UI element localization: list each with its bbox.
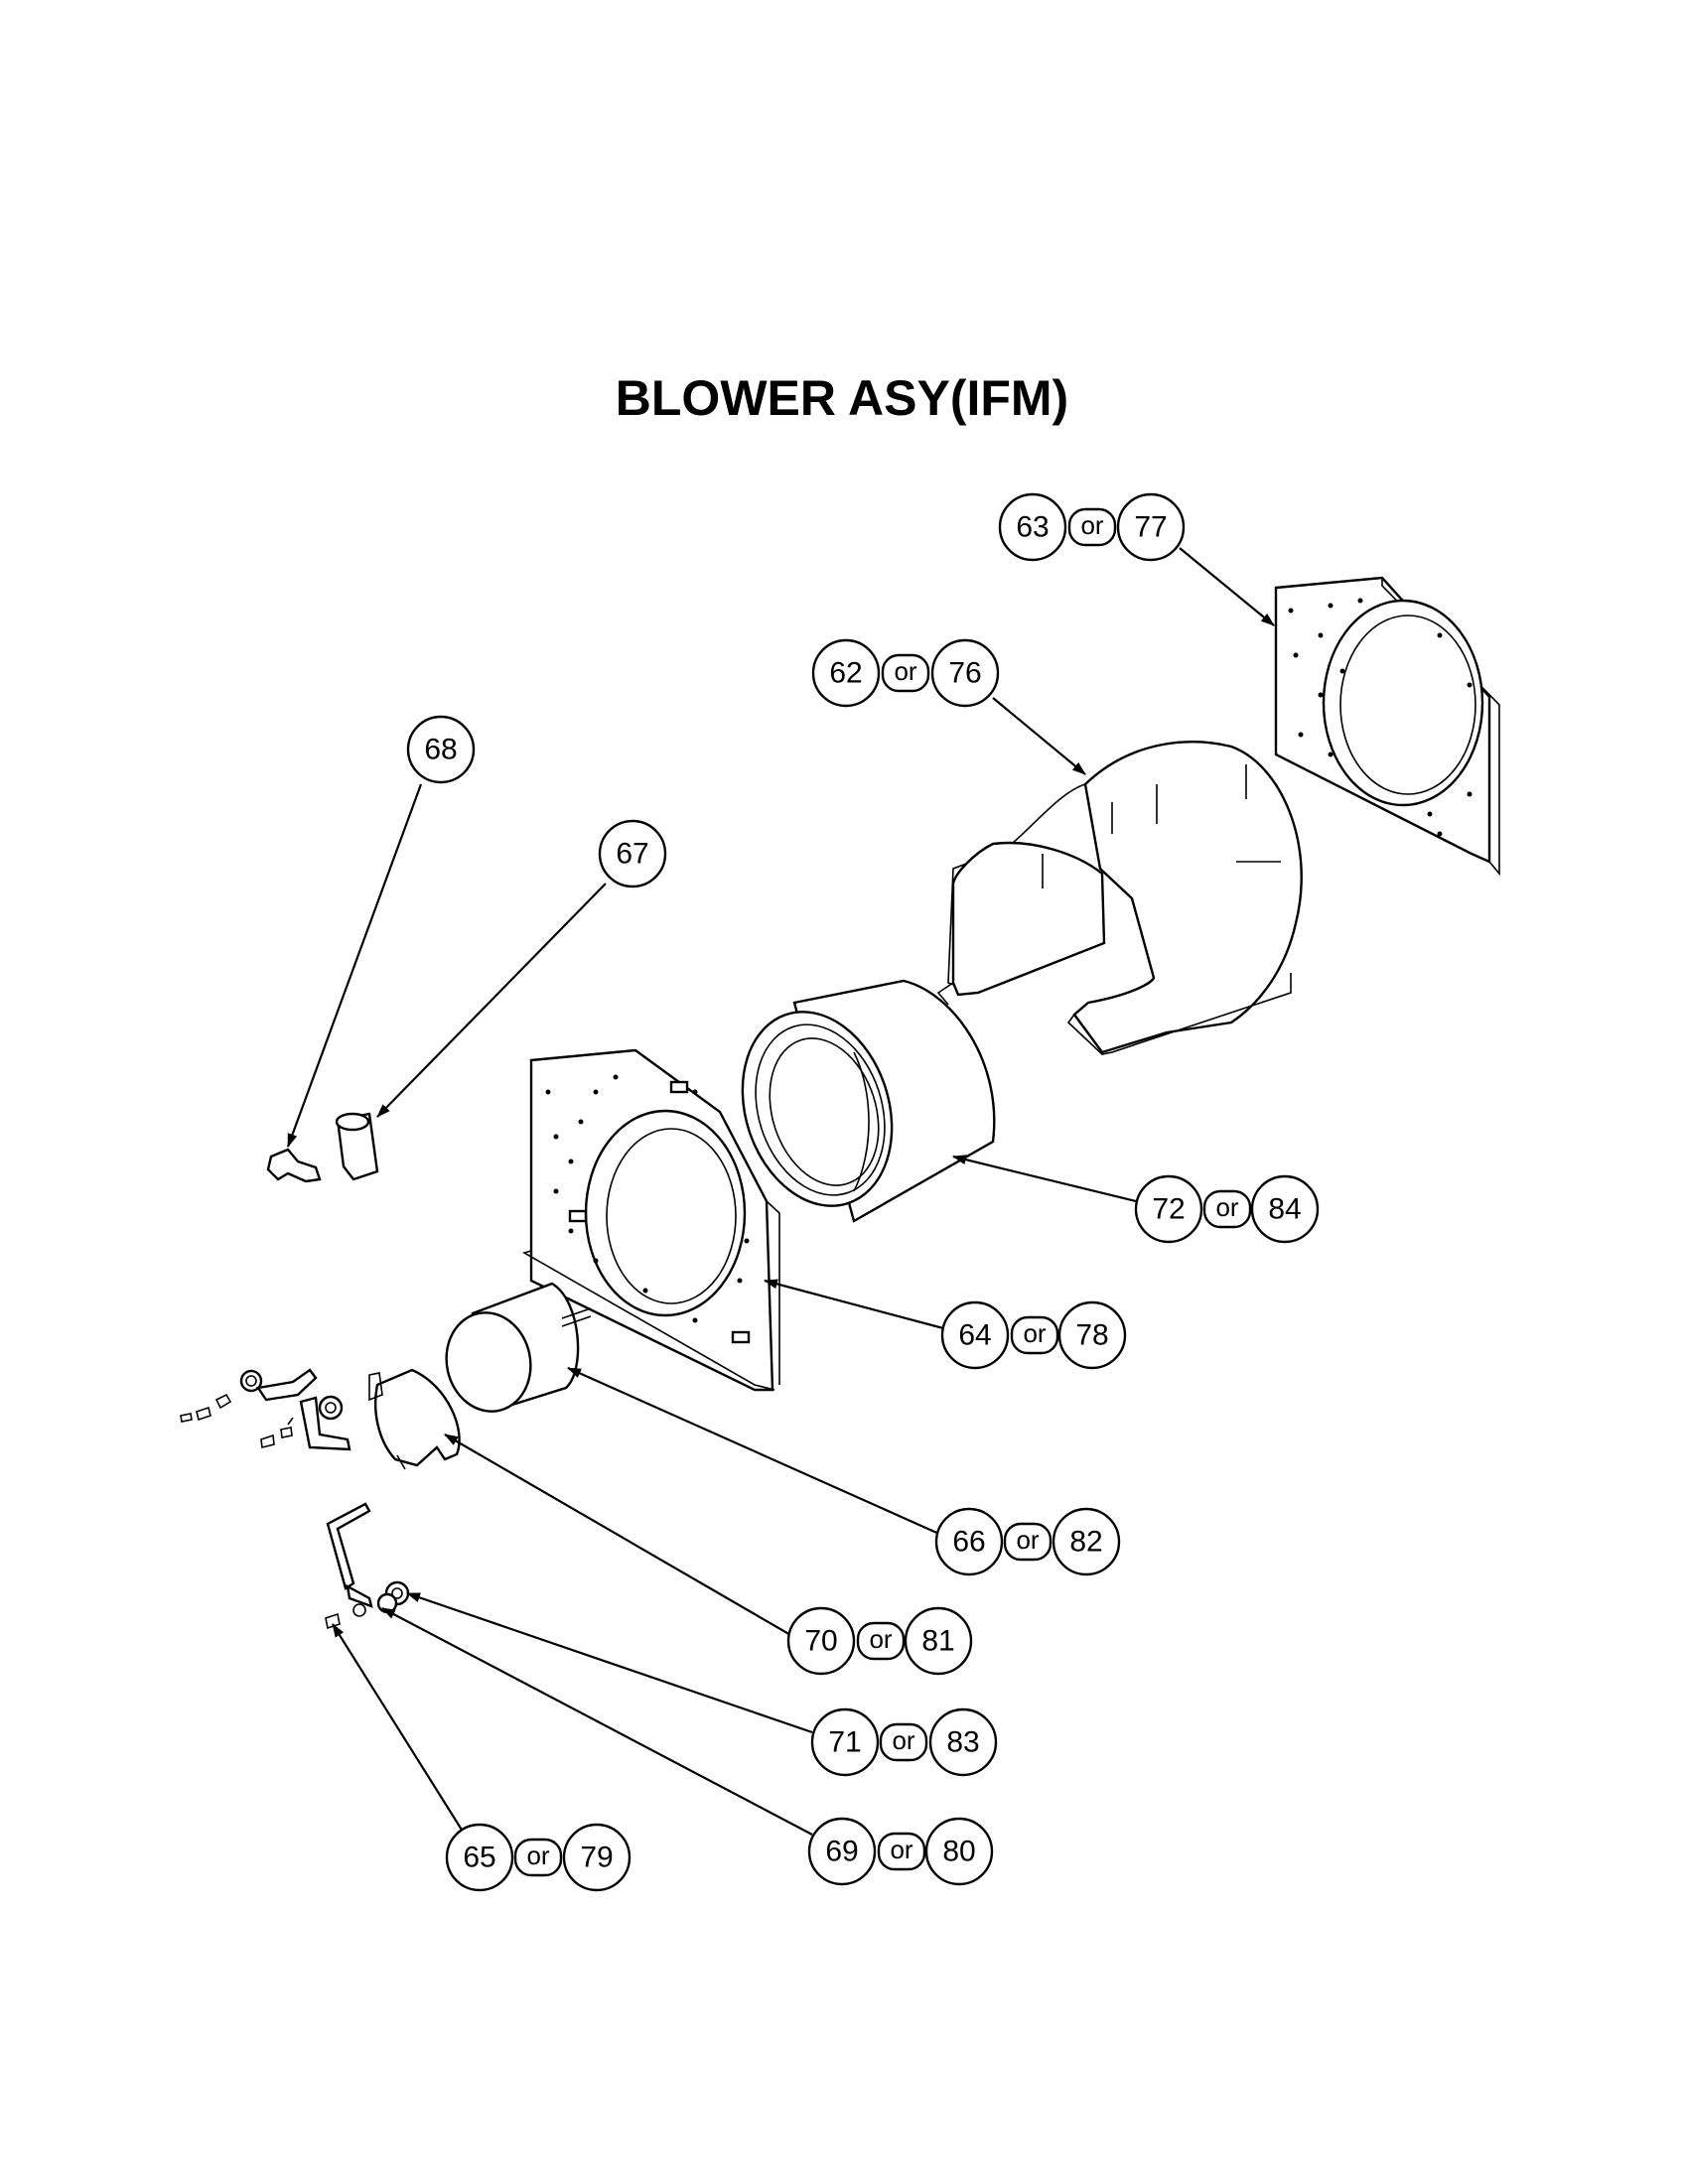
callout-71-83: 71 or 83	[810, 1707, 998, 1777]
callout-or: or	[894, 656, 916, 686]
callout-number: 76	[948, 657, 981, 690]
callout-or: or	[526, 1841, 549, 1870]
motor	[445, 1282, 592, 1413]
blower-housing	[936, 741, 1303, 1055]
callout-65-79: 65 or 79	[445, 1823, 632, 1892]
callout-63-77: 63 or 77	[998, 492, 1186, 562]
leader-lines	[286, 547, 1275, 1836]
callout-number: 69	[825, 1836, 858, 1868]
callout-or: or	[1080, 510, 1103, 540]
callout-number: 77	[1134, 511, 1167, 544]
capacitor	[335, 1112, 379, 1181]
callout-number: 70	[804, 1625, 837, 1658]
callout-number: 64	[958, 1319, 991, 1352]
callout-number: 72	[1152, 1193, 1185, 1226]
callout-number: 65	[463, 1842, 495, 1874]
callout-number: 68	[424, 734, 457, 766]
blower-wheel	[741, 979, 996, 1223]
callout-number: 84	[1268, 1193, 1301, 1226]
callout-66-82: 66 or 82	[934, 1507, 1121, 1576]
callout-number: 67	[616, 838, 648, 871]
callout-or: or	[890, 1835, 912, 1864]
callout-or: or	[869, 1624, 892, 1654]
callout-or: or	[1016, 1525, 1039, 1555]
drive-hardware	[180, 1368, 351, 1451]
retainer-clip	[266, 1148, 322, 1183]
callout-number: 63	[1016, 511, 1049, 544]
callout-number: 83	[946, 1726, 979, 1759]
motor-mount	[368, 1368, 461, 1470]
rear-side-panel	[1274, 576, 1500, 877]
lower-belt-assembly	[325, 1502, 410, 1630]
callout-or: or	[1215, 1192, 1238, 1222]
callout-or: or	[1023, 1318, 1046, 1348]
callout-number: 82	[1069, 1526, 1102, 1559]
front-side-panel	[521, 1048, 780, 1392]
callout-number: 78	[1075, 1319, 1108, 1352]
diagram-title: BLOWER ASY(IFM)	[615, 370, 1069, 426]
callout-number: 79	[580, 1842, 613, 1874]
callout-72-84: 72 or 84	[1134, 1174, 1320, 1244]
callout-or: or	[892, 1725, 914, 1755]
callout-69-80: 69 or 80	[807, 1817, 994, 1886]
callout-number: 62	[829, 657, 862, 690]
callout-number: 80	[942, 1836, 975, 1868]
callout-number: 71	[828, 1726, 861, 1759]
callout-70-81: 70 or 81	[786, 1606, 973, 1676]
callout-64-78: 64 or 78	[940, 1300, 1127, 1370]
callout-67: 67	[598, 819, 667, 888]
callout-number: 81	[921, 1625, 954, 1658]
callout-68: 68	[406, 715, 476, 784]
callout-number: 66	[952, 1526, 985, 1559]
callout-62-76: 62 or 76	[811, 638, 1000, 708]
